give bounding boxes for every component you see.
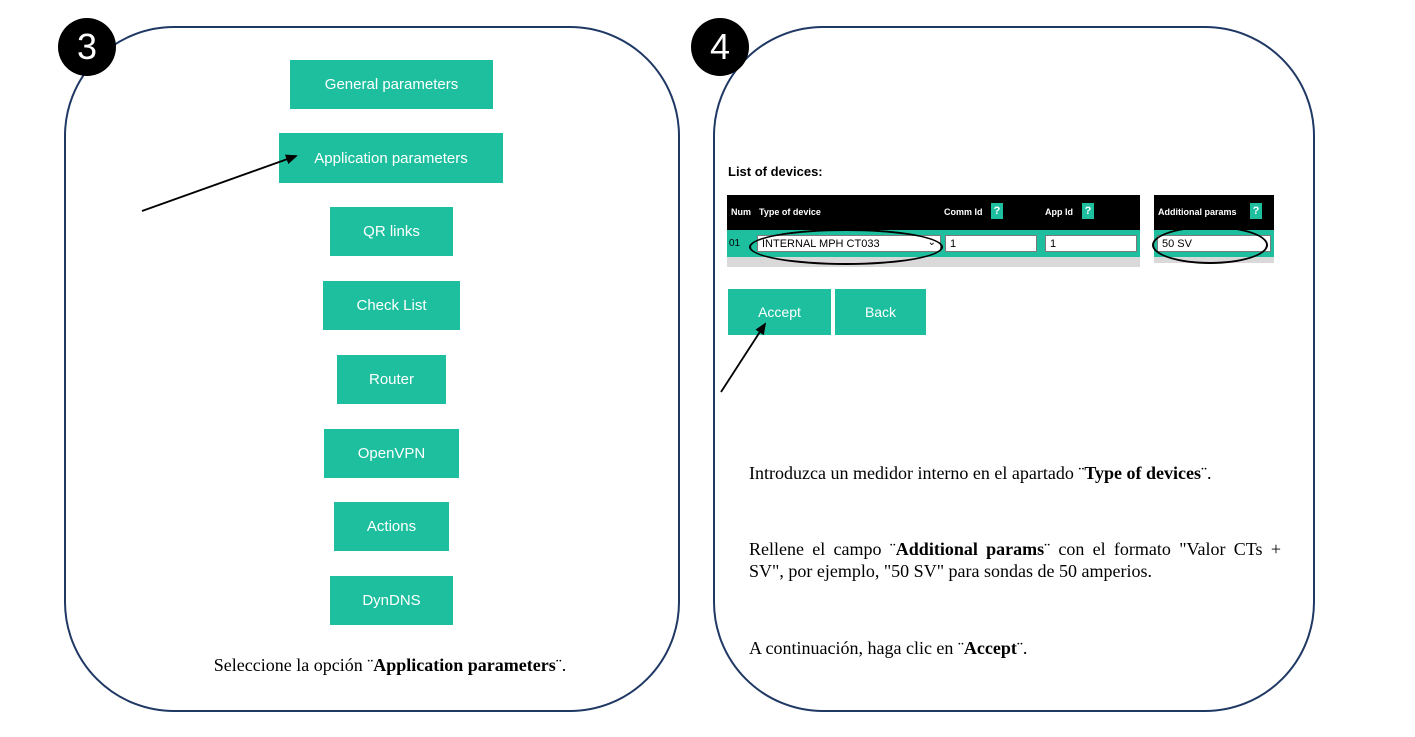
step-4-panel <box>713 26 1315 712</box>
column-app-id: App Id <box>1045 207 1073 217</box>
column-additional-params: Additional params <box>1158 207 1237 217</box>
type-of-device-select[interactable]: INTERNAL MPH CT033⌄ <box>757 235 941 252</box>
column-num: Num <box>731 207 751 217</box>
qr-links-button[interactable]: QR links <box>330 207 453 256</box>
comm-id-input[interactable]: 1 <box>945 235 1037 252</box>
back-button[interactable]: Back <box>835 289 926 335</box>
list-of-devices-title: List of devices: <box>728 164 823 179</box>
additional-params-help-icon[interactable]: ? <box>1250 203 1262 219</box>
router-button[interactable]: Router <box>337 355 446 404</box>
additional-params-input[interactable]: 50 SV <box>1157 235 1271 252</box>
devices-table-header: Num Type of device Comm Id ? App Id ? <box>727 195 1140 230</box>
app-id-help-icon[interactable]: ? <box>1082 203 1094 219</box>
row-number: 01 <box>729 238 741 249</box>
additional-params-header: Additional params ? <box>1154 195 1274 230</box>
application-parameters-button[interactable]: Application parameters <box>279 133 503 183</box>
column-type-of-device: Type of device <box>759 207 821 217</box>
general-parameters-button[interactable]: General parameters <box>290 60 493 109</box>
dyndns-button[interactable]: DynDNS <box>330 576 453 625</box>
actions-button[interactable]: Actions <box>334 502 449 551</box>
step-3-badge: 3 <box>58 18 116 76</box>
comm-id-help-icon[interactable]: ? <box>991 203 1003 219</box>
app-id-input[interactable]: 1 <box>1045 235 1137 252</box>
openvpn-button[interactable]: OpenVPN <box>324 429 459 478</box>
chevron-down-icon: ⌄ <box>927 237 936 248</box>
check-list-button[interactable]: Check List <box>323 281 460 330</box>
step-3-caption: Seleccione la opción ¨Application parame… <box>213 655 567 675</box>
instruction-type-of-devices: Introduzca un medidor interno en el apar… <box>749 463 1212 483</box>
step-4-badge: 4 <box>691 18 749 76</box>
instruction-additional-params: Rellene el campo ¨Additional params¨ con… <box>749 539 1281 581</box>
column-comm-id: Comm Id <box>944 207 983 217</box>
accept-button[interactable]: Accept <box>728 289 831 335</box>
instruction-accept: A continuación, haga clic en ¨Accept¨. <box>749 638 1028 658</box>
additional-scrollbar[interactable] <box>1154 257 1274 263</box>
table-scrollbar[interactable] <box>727 257 1140 267</box>
